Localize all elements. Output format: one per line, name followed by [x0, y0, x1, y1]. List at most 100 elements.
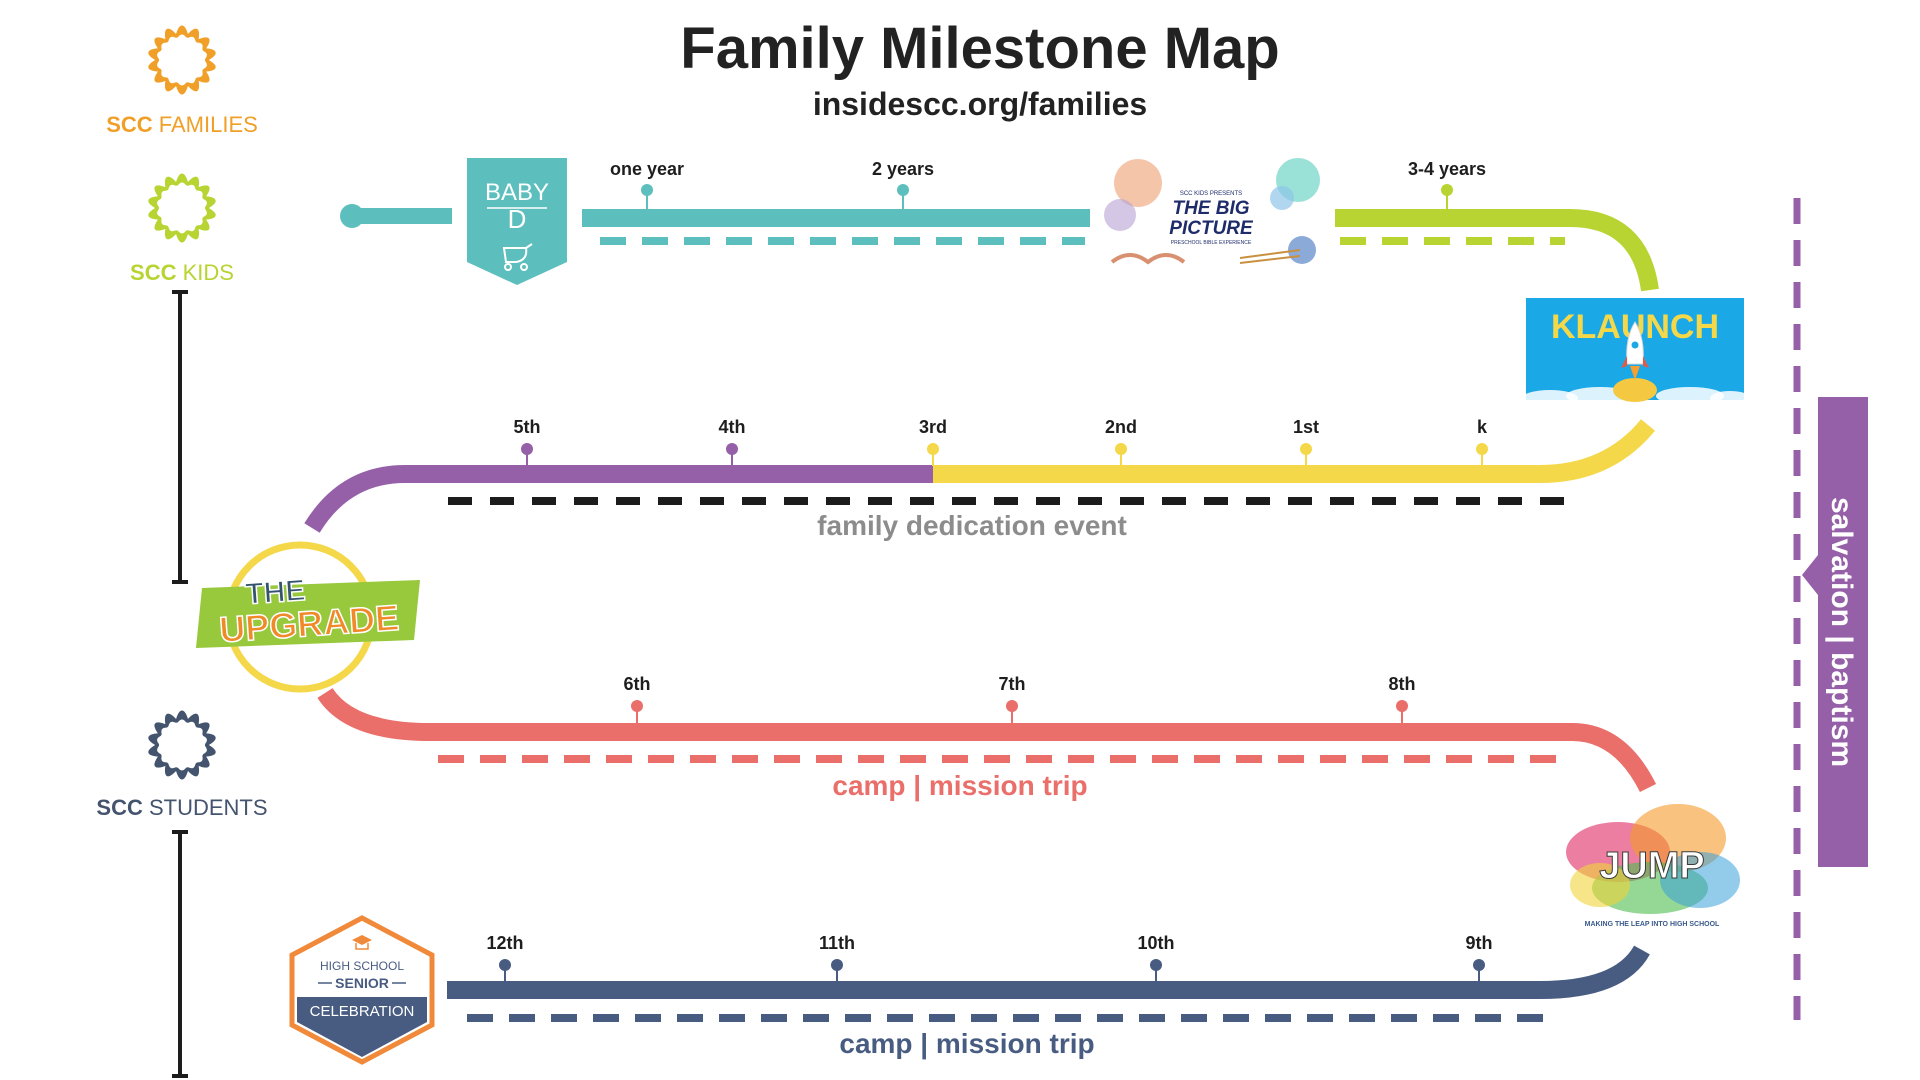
- big-picture-presents: SCC KIDS PRESENTS: [1180, 191, 1242, 197]
- sun-petal: [175, 25, 189, 38]
- sun-petal: [164, 28, 178, 43]
- sun-petal: [202, 206, 216, 220]
- sun-petal: [186, 713, 200, 728]
- sun-petal: [196, 37, 210, 51]
- svg-text:2nd: 2nd: [1105, 417, 1137, 437]
- sun-petal: [164, 225, 178, 240]
- sun-petal: [202, 48, 216, 62]
- sun-petal: [148, 58, 162, 72]
- svg-text:one year: one year: [610, 159, 684, 179]
- scc-families-sun-icon: [148, 25, 216, 95]
- sun-petal: [175, 710, 189, 723]
- svg-text:9th: 9th: [1466, 933, 1493, 953]
- svg-text:4th: 4th: [719, 417, 746, 437]
- graduation-cap-icon: [352, 935, 372, 950]
- sun-petal: [154, 69, 168, 83]
- svg-text:7th: 7th: [999, 674, 1026, 694]
- sun-petal: [186, 176, 200, 191]
- svg-text:SCC STUDENTS: SCC STUDENTS: [96, 795, 267, 820]
- row2-milestone-k: k: [1476, 417, 1488, 466]
- kids-brand-rest: KIDS: [176, 260, 233, 285]
- baby-d-line2: D: [508, 204, 527, 234]
- sun-petal: [164, 713, 178, 728]
- row4-milestone-10th: 10th: [1137, 933, 1175, 982]
- svg-text:12th: 12th: [486, 933, 523, 953]
- sun-petal: [148, 743, 162, 757]
- row2-milestone-4th: 4th: [719, 417, 746, 466]
- svg-text:11th: 11th: [819, 933, 855, 953]
- rocket-icon: [1621, 321, 1649, 380]
- row2-milestone-2nd: 2nd: [1105, 417, 1137, 466]
- sun-petal: [196, 185, 210, 199]
- big-picture-line1: THE BIG: [1172, 198, 1249, 219]
- sun-petal: [202, 196, 216, 210]
- row2-milestone-3rd: 3rd: [919, 417, 947, 466]
- row3-milestone-7th: 7th: [999, 674, 1026, 723]
- sun-petal: [196, 217, 210, 231]
- baby-d-line1: BABY: [485, 179, 549, 206]
- families-brand-rest: FAMILIES: [153, 112, 258, 137]
- klaunch-badge: KLAUNCH: [1522, 298, 1750, 406]
- row1-milestone-one-year: one year: [610, 159, 684, 209]
- sun-petal: [148, 206, 162, 220]
- svg-text:8th: 8th: [1389, 674, 1416, 694]
- row4-event-label: camp | mission trip: [839, 1028, 1094, 1059]
- sun-petal: [154, 754, 168, 768]
- row2-milestone-5th: 5th: [514, 417, 541, 466]
- baby-d-badge: BABY D: [467, 158, 567, 285]
- sun-petal: [202, 58, 216, 72]
- row1-green-line: [1335, 209, 1659, 292]
- sun-petal: [202, 743, 216, 757]
- sun-petal: [164, 176, 178, 191]
- senior-celebration-badge: HIGH SCHOOL SENIOR CELEBRATION: [289, 915, 435, 1065]
- jump-badge: JUMP MAKING THE LEAP INTO HIGH SCHOOL: [1566, 804, 1740, 928]
- students-brand-rest: STUDENTS: [143, 795, 268, 820]
- sun-petal: [148, 733, 162, 747]
- sun-petal: [148, 196, 162, 210]
- row2-purple-line: [304, 465, 933, 533]
- sun-petal: [196, 754, 210, 768]
- sun-petal: [154, 217, 168, 231]
- sun-petal: [154, 185, 168, 199]
- row1-milestone-2-years: 2 years: [872, 159, 934, 209]
- big-picture-badge: SCC KIDS PRESENTS THE BIG PICTURE PRESCH…: [1104, 158, 1320, 272]
- salvation-baptism-tab: salvation | baptism: [1802, 397, 1868, 867]
- svg-text:2 years: 2 years: [872, 159, 934, 179]
- upgrade-line1: THE: [244, 574, 306, 611]
- sun-petal: [202, 733, 216, 747]
- row3-event-label: camp | mission trip: [832, 770, 1087, 801]
- row4-navy-line: [447, 945, 1650, 999]
- row2-event-label: family dedication event: [817, 510, 1127, 541]
- svg-text:3rd: 3rd: [919, 417, 947, 437]
- scc-students-logo: SCC STUDENTS: [96, 710, 268, 820]
- families-brand-bold: SCC: [106, 112, 153, 137]
- sun-petal: [186, 77, 200, 92]
- sun-petal: [175, 82, 189, 95]
- row3-coral-line: [317, 687, 1657, 793]
- sun-petal: [164, 77, 178, 92]
- sun-petal: [148, 48, 162, 62]
- svg-text:6th: 6th: [624, 674, 651, 694]
- page-url: insidescc.org/families: [813, 86, 1147, 122]
- senior-line3: CELEBRATION: [310, 1003, 415, 1020]
- jump-text: JUMP: [1599, 845, 1705, 887]
- upgrade-badge: THE UPGRADE: [196, 541, 420, 693]
- svg-text:SCC FAMILIES: SCC FAMILIES: [106, 112, 258, 137]
- row4-milestone-12th: 12th: [486, 933, 524, 982]
- svg-text:k: k: [1477, 417, 1488, 437]
- svg-text:3-4 years: 3-4 years: [1408, 159, 1486, 179]
- salvation-baptism-label: salvation | baptism: [1825, 497, 1858, 767]
- sun-petal: [186, 28, 200, 43]
- sun-petal: [175, 230, 189, 243]
- row2-track: family dedication event: [304, 419, 1655, 541]
- students-brand-bold: SCC: [96, 795, 143, 820]
- row4-milestone-11th: 11th: [819, 933, 855, 982]
- scc-students-sun-icon: [148, 710, 216, 780]
- kids-range-bracket: [172, 290, 188, 584]
- row4-track: camp | mission trip: [447, 945, 1650, 1059]
- big-picture-sub: PRESCHOOL BIBLE EXPERIENCE: [1171, 240, 1252, 246]
- sun-petal: [175, 173, 189, 186]
- row3-milestone-8th: 8th: [1389, 674, 1416, 723]
- row1-milestone-3-4-years: 3-4 years: [1408, 159, 1486, 209]
